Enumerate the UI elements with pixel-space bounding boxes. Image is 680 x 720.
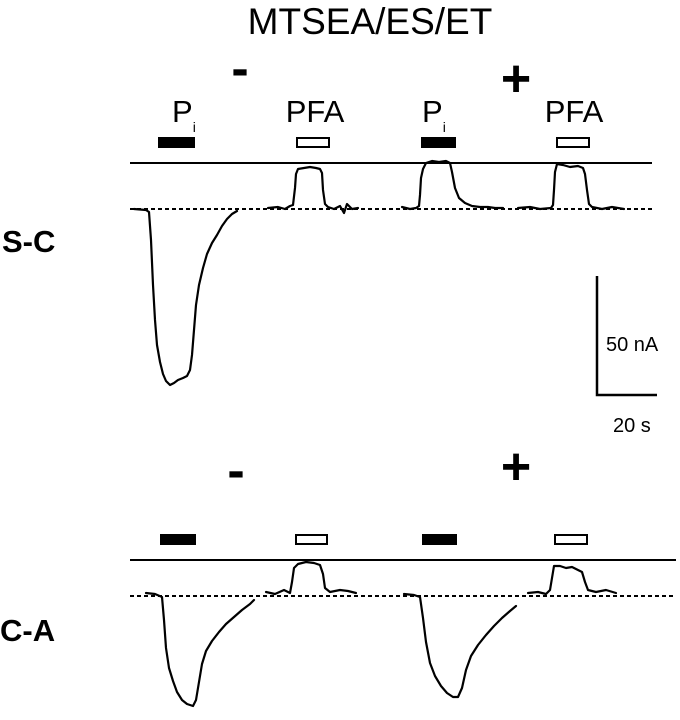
pulse-label-pi-2: Pi	[422, 94, 446, 135]
figure-title: MTSEA/ES/ET	[248, 1, 493, 42]
current-trace-sc-pi-plus	[400, 159, 505, 211]
condition-minus-bottom: -	[227, 442, 244, 500]
pfa-pulse-bar	[295, 534, 328, 545]
condition-minus-top: -	[231, 40, 248, 98]
row-label-sc: S-C	[2, 224, 55, 259]
current-trace-ca-pi-plus	[402, 592, 518, 699]
pulse-label-pfa-1: PFA	[286, 94, 345, 129]
pi-pulse-bar	[422, 534, 457, 545]
pi-pulse-bar	[160, 534, 196, 545]
current-trace-sc-pfa-minus	[266, 165, 360, 215]
condition-plus-bottom: +	[501, 438, 531, 496]
pi-pulse-bar	[421, 137, 456, 148]
condition-plus-top: +	[501, 50, 531, 108]
scale-label-current: 50 nA	[606, 334, 659, 356]
pulse-label-pi-1: Pi	[172, 94, 196, 135]
pfa-pulse-bar	[554, 534, 588, 545]
current-trace-ca-pfa-plus	[526, 564, 618, 596]
pfa-pulse-bar	[556, 137, 590, 148]
pi-pulse-bar	[158, 137, 195, 148]
current-trace-sc-pfa-plus	[516, 162, 626, 211]
scale-label-time: 20 s	[613, 415, 651, 437]
current-trace-ca-pi-minus	[144, 591, 256, 708]
current-trace-ca-pfa-minus	[264, 560, 358, 596]
current-trace-sc-pi-minus	[132, 207, 239, 387]
row-label-ca: C-A	[0, 613, 55, 648]
scale-bar	[595, 276, 657, 397]
pulse-label-pfa-2: PFA	[545, 94, 604, 129]
pfa-pulse-bar	[296, 137, 330, 148]
